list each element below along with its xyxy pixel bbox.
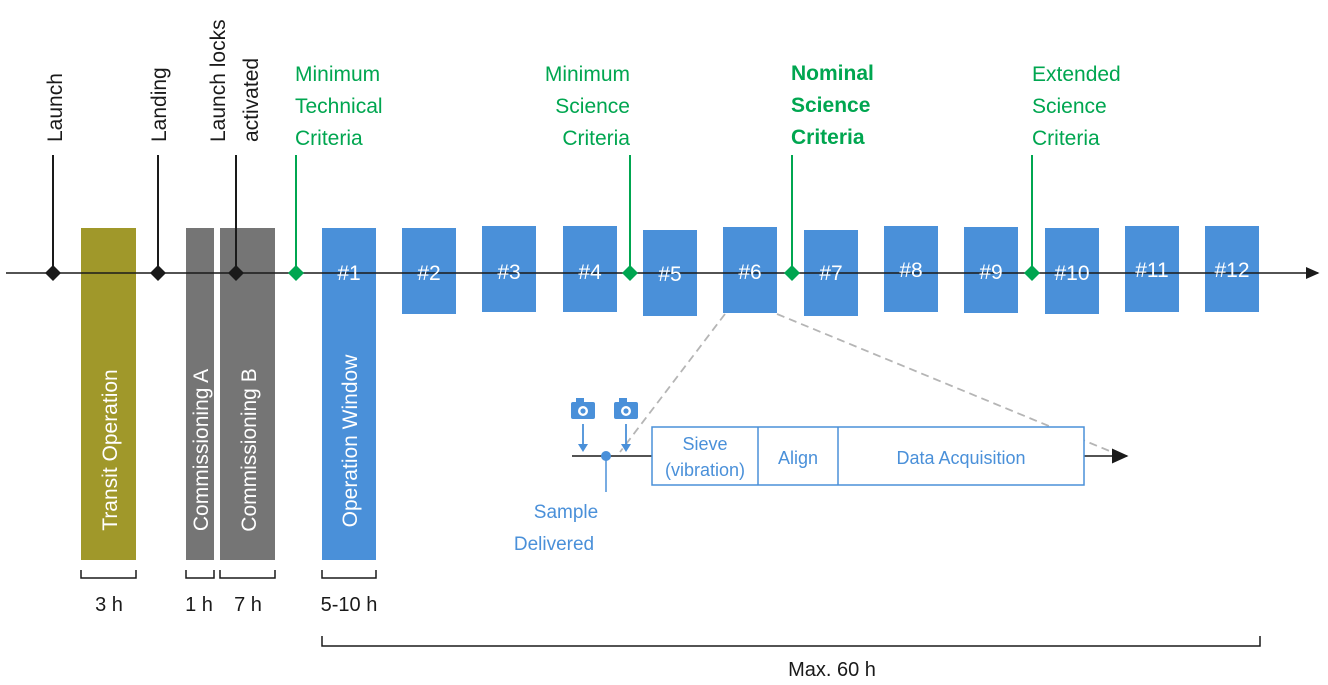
launch-locks-label-line2: activated	[240, 58, 263, 142]
min-science-line3: Criteria	[562, 127, 630, 150]
window-box-8	[884, 226, 938, 312]
window-label-2: #2	[417, 262, 440, 285]
camera-arrowhead-2	[621, 444, 631, 452]
sieve-label-line2: (vibration)	[665, 460, 745, 480]
transit-operation-label: Transit Operation	[99, 369, 122, 530]
window-box-10	[1045, 228, 1099, 314]
align-label: Align	[778, 448, 818, 468]
window-label-12: #12	[1214, 259, 1249, 282]
min-science-marker	[622, 265, 638, 281]
window-label-1: #1	[337, 262, 360, 285]
commissioning-b-bar	[220, 228, 275, 560]
window-label-5: #5	[658, 263, 681, 286]
extended-science-line2: Science	[1032, 95, 1107, 118]
total-duration-label: Max. 60 h	[788, 659, 876, 681]
camera-icon	[614, 398, 638, 419]
launch-marker	[45, 265, 61, 281]
window-label-7: #7	[819, 262, 842, 285]
window-label-10: #10	[1054, 262, 1089, 285]
total-duration-bracket	[321, 636, 1261, 647]
window-box-12	[1205, 226, 1259, 312]
operation-window-duration-label: 5-10 h	[321, 594, 378, 616]
nominal-science-line1: Nominal	[791, 62, 874, 85]
landing-label: Landing	[148, 67, 171, 142]
camera-arrowhead-1	[578, 444, 588, 452]
min-technical-line1: Minimum	[295, 63, 380, 86]
nominal-science-marker	[784, 265, 800, 281]
window-box-3	[482, 226, 536, 312]
transit-operation-bar	[81, 228, 136, 560]
launch-label: Launch	[44, 73, 67, 142]
window-label-4: #4	[578, 261, 602, 284]
data-acquisition-label: Data Acquisition	[896, 448, 1025, 468]
commissioning-b-duration-label: 7 h	[234, 594, 262, 616]
window-label-8: #8	[899, 259, 922, 282]
sample-delivered-line2: Delivered	[514, 534, 594, 555]
commissioning-b-label: Commissioning B	[238, 368, 261, 531]
operation-window-bar	[322, 228, 376, 560]
min-science-line1: Minimum	[545, 63, 630, 86]
transit-duration-bracket	[80, 570, 137, 579]
min-technical-line2: Technical	[295, 95, 383, 118]
landing-marker	[150, 265, 166, 281]
commissioning-a-duration-label: 1 h	[185, 594, 213, 616]
sieve-label-line1: Sieve	[682, 434, 727, 454]
extended-science-line3: Criteria	[1032, 127, 1100, 150]
extended-science-line1: Extended	[1032, 63, 1121, 86]
transit-duration-label: 3 h	[95, 594, 123, 616]
window-box-11	[1125, 226, 1179, 312]
window-label-9: #9	[979, 261, 1002, 284]
min-technical-marker	[288, 265, 304, 281]
extended-science-marker	[1024, 265, 1040, 281]
sample-delivered-line1: Sample	[534, 502, 598, 523]
window-box-9	[964, 227, 1018, 313]
min-technical-line3: Criteria	[295, 127, 363, 150]
window-box-6	[723, 227, 777, 313]
detail-box	[651, 426, 1085, 486]
launch-locks-label-line1: Launch locks	[207, 19, 230, 142]
window-label-11: #11	[1135, 259, 1168, 282]
sample-delivered-dot	[601, 451, 611, 461]
zoom-line-left	[619, 313, 726, 453]
window-box-2	[402, 228, 456, 314]
window-box-4	[563, 226, 617, 312]
commissioning-b-duration-bracket	[219, 570, 276, 579]
commissioning-a-bar	[186, 228, 214, 560]
operation-window-label: Operation Window	[339, 354, 362, 528]
window-label-6: #6	[738, 261, 761, 284]
min-science-line2: Science	[555, 95, 630, 118]
nominal-science-line3: Criteria	[791, 126, 865, 149]
camera-icon	[571, 398, 595, 419]
nominal-science-line2: Science	[791, 94, 870, 117]
window-label-3: #3	[497, 261, 520, 284]
launch-locks-marker	[228, 265, 244, 281]
operation-window-duration-bracket	[321, 570, 377, 579]
commissioning-a-duration-bracket	[185, 570, 215, 579]
commissioning-a-label: Commissioning A	[190, 369, 213, 531]
